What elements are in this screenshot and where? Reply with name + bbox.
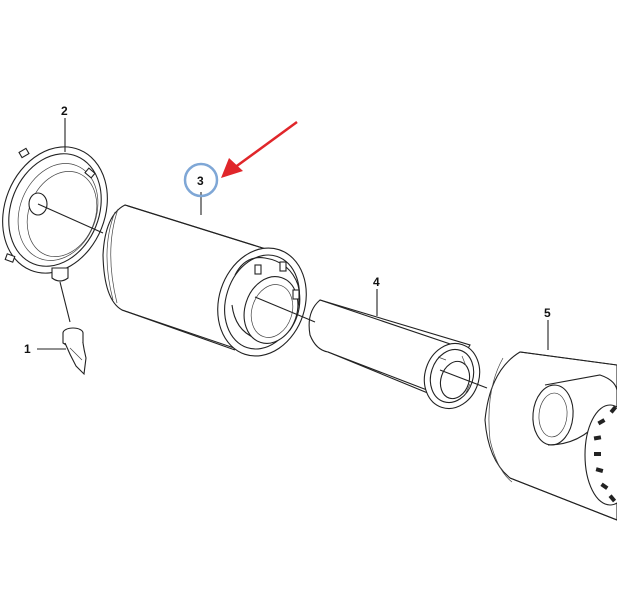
part-1-drain-valve[interactable] [62,327,87,376]
part-label-5: 5 [544,306,551,320]
part-label-1: 1 [24,342,31,356]
part-5-air-cleaner-housing[interactable] [484,351,617,521]
part-label-2: 2 [61,104,68,118]
part-4-safety-filter-element[interactable] [308,299,488,416]
part-label-3: 3 [197,174,204,188]
part-3-primary-filter-element[interactable] [102,204,320,368]
part-2-end-cover[interactable] [0,131,126,289]
highlight-arrow [221,120,298,178]
highlight-circle [183,162,219,198]
part-label-4: 4 [373,275,380,289]
leader-lines [37,118,549,389]
